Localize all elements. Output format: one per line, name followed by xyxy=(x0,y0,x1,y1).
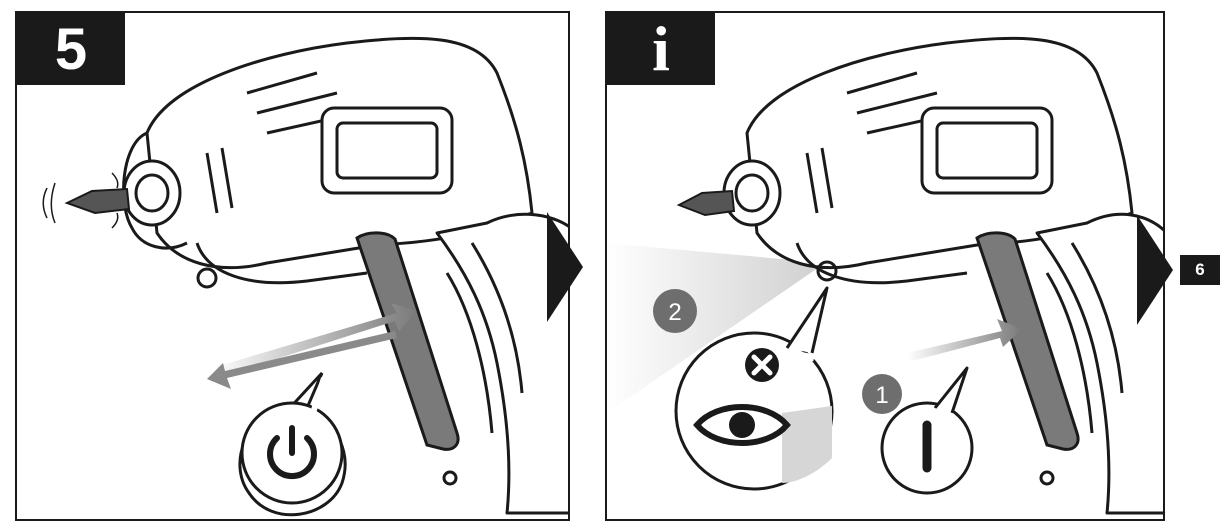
step-number-box: 5 xyxy=(17,13,125,85)
light-beam xyxy=(607,243,825,413)
tool-body xyxy=(722,36,1163,515)
power-symbol-callout xyxy=(238,371,347,517)
double-arrow xyxy=(207,303,417,389)
info-panel: i xyxy=(605,11,1165,521)
next-arrow-left-panel xyxy=(547,212,583,322)
svg-text:2: 2 xyxy=(668,299,681,326)
eye-icon xyxy=(693,404,791,446)
screwdriver-bit xyxy=(676,189,736,217)
switch-slider xyxy=(355,231,460,451)
tool-body xyxy=(122,36,568,515)
step-5-panel: 5 xyxy=(15,11,570,521)
screwdriver-light-illustration: 2 1 xyxy=(607,36,1163,515)
switch-slider xyxy=(975,231,1080,451)
push-arrow xyxy=(907,319,1022,361)
next-arrow-right-panel xyxy=(1137,215,1173,325)
screwdriver-illustration xyxy=(42,36,568,517)
svg-text:1: 1 xyxy=(875,382,888,409)
on-position-callout xyxy=(880,366,974,495)
eye-warning-callout xyxy=(674,286,834,491)
power-icon xyxy=(267,425,317,480)
next-step-badge: 6 xyxy=(1180,255,1220,285)
step-1-marker: 1 xyxy=(862,374,902,414)
no-icon xyxy=(745,348,779,382)
screwdriver-bit xyxy=(42,172,131,229)
info-box: i xyxy=(607,13,715,85)
step-2-marker: 2 xyxy=(653,289,697,333)
